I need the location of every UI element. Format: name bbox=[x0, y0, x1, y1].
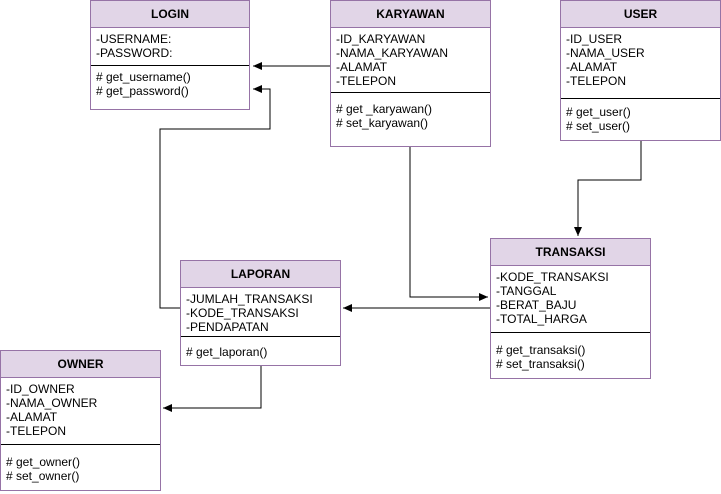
class-login-attributes: -USERNAME: -PASSWORD: bbox=[91, 28, 249, 65]
connector-laporan-to-login bbox=[159, 85, 271, 309]
class-user[interactable]: USER -ID_USER -NAMA_USER -ALAMAT -TELEPO… bbox=[560, 0, 721, 141]
method: # get_password() bbox=[96, 84, 189, 98]
method: # set_user() bbox=[566, 119, 631, 133]
method: # get _karyawan() bbox=[336, 102, 433, 116]
attribute: -ALAMAT bbox=[336, 60, 388, 74]
attribute: -ID_USER bbox=[566, 32, 623, 46]
attribute: -TELEPON bbox=[566, 74, 627, 88]
method: # get_username() bbox=[96, 70, 191, 84]
method: # set_owner() bbox=[6, 469, 80, 483]
class-user-name: USER bbox=[561, 1, 720, 28]
class-karyawan-name: KARYAWAN bbox=[331, 1, 490, 28]
class-transaksi-methods: # get_transaksi() # set_transaksi() bbox=[491, 332, 650, 371]
attribute: -ID_OWNER bbox=[6, 382, 75, 396]
class-login-methods: # get_username() # get_password() bbox=[91, 65, 249, 98]
attribute: -KODE_TRANSAKSI bbox=[186, 306, 299, 320]
method: # get_owner() bbox=[6, 455, 81, 469]
class-karyawan[interactable]: KARYAWAN -ID_KARYAWAN -NAMA_KARYAWAN -AL… bbox=[330, 0, 491, 147]
attribute: -PASSWORD: bbox=[96, 46, 173, 60]
attribute: -BERAT_BAJU bbox=[496, 298, 577, 312]
attribute: -TANGGAL bbox=[496, 284, 557, 298]
attribute: -NAMA_KARYAWAN bbox=[336, 46, 449, 60]
attribute: -USERNAME: bbox=[96, 32, 172, 46]
attribute: -ID_KARYAWAN bbox=[336, 32, 426, 46]
class-user-methods: # get_user() # set_user() bbox=[561, 98, 720, 133]
method: # set_transaksi() bbox=[496, 357, 585, 371]
class-karyawan-attributes: -ID_KARYAWAN -NAMA_KARYAWAN -ALAMAT -TEL… bbox=[331, 28, 490, 92]
class-laporan[interactable]: LAPORAN -JUMLAH_TRANSAKSI -KODE_TRANSAKS… bbox=[180, 260, 341, 366]
attribute: -ALAMAT bbox=[6, 410, 58, 424]
attribute: -NAMA_OWNER bbox=[6, 396, 98, 410]
class-transaksi[interactable]: TRANSAKSI -KODE_TRANSAKSI -TANGGAL -BERA… bbox=[490, 238, 651, 379]
attribute: -PENDAPATAN bbox=[186, 320, 269, 334]
class-owner[interactable]: OWNER -ID_OWNER -NAMA_OWNER -ALAMAT -TEL… bbox=[0, 350, 161, 491]
connector-karyawan-to-transaksi bbox=[409, 147, 488, 301]
method: # set_karyawan() bbox=[336, 116, 429, 130]
class-laporan-attributes: -JUMLAH_TRANSAKSI -KODE_TRANSAKSI -PENDA… bbox=[181, 288, 340, 336]
method: # get_user() bbox=[566, 105, 631, 119]
attribute: -ALAMAT bbox=[566, 60, 618, 74]
attribute: -KODE_TRANSAKSI bbox=[496, 270, 609, 284]
connector-laporan-to-owner bbox=[163, 366, 262, 412]
method: # get_laporan() bbox=[186, 345, 268, 359]
class-transaksi-name: TRANSAKSI bbox=[491, 239, 650, 266]
class-login[interactable]: LOGIN -USERNAME: -PASSWORD: # get_userna… bbox=[90, 0, 250, 110]
attribute: -TELEPON bbox=[6, 424, 67, 438]
class-owner-attributes: -ID_OWNER -NAMA_OWNER -ALAMAT -TELEPON bbox=[1, 378, 160, 444]
attribute: -JUMLAH_TRANSAKSI bbox=[186, 292, 313, 306]
connector-user-to-transaksi bbox=[574, 141, 642, 236]
attribute: -TOTAL_HARGA bbox=[496, 312, 587, 326]
class-transaksi-attributes: -KODE_TRANSAKSI -TANGGAL -BERAT_BAJU -TO… bbox=[491, 266, 650, 332]
class-owner-methods: # get_owner() # set_owner() bbox=[1, 444, 160, 483]
class-laporan-methods: # get_laporan() bbox=[181, 336, 340, 359]
class-karyawan-methods: # get _karyawan() # set_karyawan() bbox=[331, 92, 490, 130]
class-laporan-name: LAPORAN bbox=[181, 261, 340, 288]
attribute: -TELEPON bbox=[336, 74, 397, 88]
method: # get_transaksi() bbox=[496, 343, 586, 357]
attribute: -NAMA_USER bbox=[566, 46, 645, 60]
class-login-name: LOGIN bbox=[91, 1, 249, 28]
class-owner-name: OWNER bbox=[1, 351, 160, 378]
class-user-attributes: -ID_USER -NAMA_USER -ALAMAT -TELEPON bbox=[561, 28, 720, 98]
